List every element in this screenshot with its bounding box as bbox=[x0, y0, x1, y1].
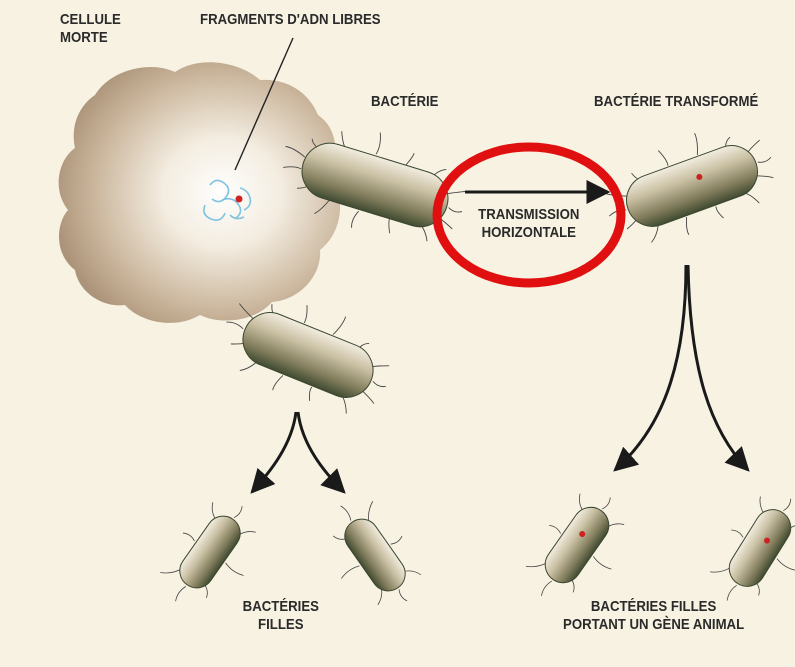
label-daughter-bacteria: BACTÉRIES FILLES bbox=[228, 598, 334, 634]
division-arrow-left-1 bbox=[252, 412, 296, 492]
label-bacterium: BACTÉRIE bbox=[371, 93, 438, 111]
division-arrow-right-2 bbox=[688, 265, 748, 470]
division-arrow-left-2 bbox=[298, 412, 344, 492]
label-transformed-bacterium: BACTÉRIE TRANSFORMÉ bbox=[594, 93, 758, 111]
label-transmission: TRANSMISSION HORIZONTALE bbox=[465, 206, 593, 242]
label-daughter-bacteria-gene: BACTÉRIES FILLES PORTANT UN GÈNE ANIMAL bbox=[548, 598, 759, 634]
label-dead-cell: CELLULE MORTE bbox=[60, 11, 121, 47]
label-free-dna: FRAGMENTS D'ADN LIBRES bbox=[200, 11, 381, 29]
division-arrow-right-1 bbox=[615, 265, 686, 470]
bacterium-transformed bbox=[593, 112, 787, 259]
dead-cell bbox=[59, 62, 340, 323]
dna-red-dot bbox=[236, 196, 243, 203]
